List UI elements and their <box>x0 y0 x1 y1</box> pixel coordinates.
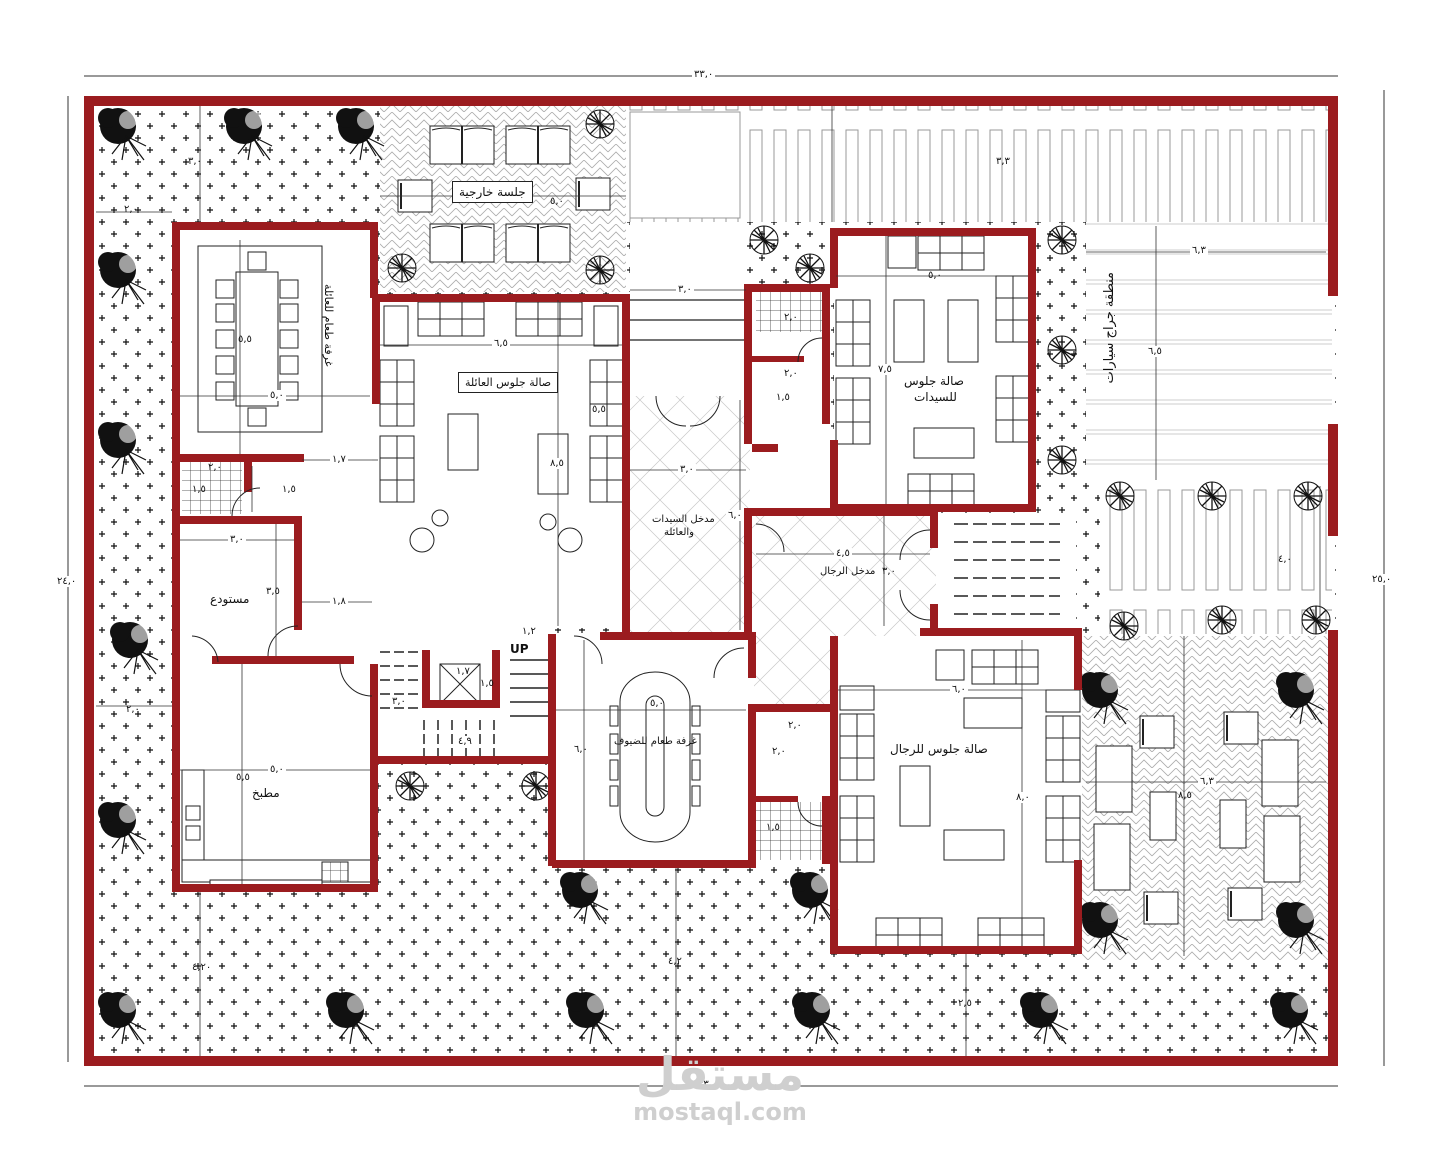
kitchen-furniture <box>181 769 373 889</box>
men-living-dim-length: ٨,٠ <box>1014 792 1032 803</box>
wc-men-dim-c: ١,٥ <box>766 822 780 833</box>
bottom-mid-dim: ٤,٢ <box>668 956 682 967</box>
wc-family-dim-a: ٢,٠ <box>208 462 222 473</box>
family-dining-label: غرفة طعام للعائلة <box>322 284 335 367</box>
storage-label: مستودع <box>210 592 250 606</box>
overall-right-height: ٢٥,٠ <box>1370 574 1394 585</box>
stair-dim-landing: ١,٢ <box>522 626 536 637</box>
parking-top-paving <box>626 106 1332 222</box>
kitchen-dim-width: ٥,٠ <box>268 764 286 775</box>
stair-and-elevator <box>380 651 550 760</box>
ladies-entrance-label-line2: والعائلة <box>664 527 694 538</box>
bottom-left-dim: ٤,٢٠ <box>192 962 212 973</box>
ladies-living-furniture <box>835 235 1031 509</box>
family-dining-dim-length: ٥,٥ <box>238 334 252 345</box>
storage-dim-width: ٣,٠ <box>228 534 246 545</box>
storage-dim-length: ٣,٥ <box>266 586 280 597</box>
family-living-label: صالة جلوس العائلة <box>458 372 559 393</box>
family-living-dim-side: ٥,٥ <box>592 404 606 415</box>
men-living-furniture <box>839 649 1081 953</box>
guest-dining-dim-length: ٦,٠ <box>574 744 588 755</box>
top-garden-dim-left: ٣,٠ <box>188 156 202 167</box>
wc-family-dim-b: ١,٥ <box>192 484 206 495</box>
wc-door-dim: ١,٥ <box>282 484 296 495</box>
men-entrance-steps <box>954 523 1060 615</box>
men-living-label: صالة جلوس للرجال <box>890 742 988 756</box>
wc-men-dim-a: ٢,٠ <box>788 720 802 731</box>
garage-dim-width: ٦,٣ <box>1190 245 1208 256</box>
family-living-furniture <box>379 301 625 553</box>
men-entrance-dim-length: ٣,٠ <box>882 566 896 577</box>
outdoor-seating-label: جلسة خارجية <box>452 181 533 203</box>
kitchen-dim-length: ٥,٥ <box>236 772 250 783</box>
family-living-dim-length: ٨,٥ <box>548 458 566 469</box>
top-garden-dim-small: ٢,٠ <box>124 204 138 215</box>
wc-ladies-dim-c: ١,٥ <box>776 392 790 403</box>
ladies-living-label-line1: صالة جلوس <box>904 374 964 388</box>
family-dining-dim-width: ٥,٠ <box>268 390 286 401</box>
garage-paving <box>1086 222 1332 482</box>
garage-label: منطقة جراج سيارات <box>1102 272 1117 384</box>
garden-seating-dim-length: ٨,٥ <box>1178 790 1192 801</box>
elevator-dim-b: ١,٥ <box>480 678 494 689</box>
overall-left-height: ٢٤,٠ <box>55 576 79 587</box>
guest-dining-furniture <box>609 671 701 843</box>
garden-seating-dim-width: ٦,٣ <box>1198 776 1216 787</box>
bottom-right-dim: ٢,٥ <box>958 998 972 1009</box>
walls <box>84 96 1338 1066</box>
wc-men-dim-b: ٢,٠ <box>772 746 786 757</box>
left-setback-dim: ٢,٠ <box>126 704 140 715</box>
corridor-dim-2: ١,٨ <box>330 596 348 607</box>
top-corridor-dim: ٣,٠ <box>676 284 694 295</box>
family-dining-furniture <box>197 245 323 433</box>
garage-dim-length: ٦,٥ <box>1146 346 1164 357</box>
overall-bottom-width: ٣٣,٠ <box>696 1079 720 1090</box>
men-entrance-dim-width: ٤,٥ <box>834 548 852 559</box>
elevator-dim-a: ١,٧ <box>456 666 470 677</box>
front-parking-dim: ٤,٠ <box>1278 554 1292 565</box>
men-living-dim-width: ٦,٠ <box>950 684 968 695</box>
wc-ladies-dim-a: ٢,٠ <box>784 312 798 323</box>
stair-dim-width: ٤,٩ <box>456 736 474 747</box>
ladies-living-dim-length: ٧,٥ <box>876 364 894 375</box>
overall-top-width: ٣٣,٠ <box>692 69 716 80</box>
doors <box>191 337 931 827</box>
outdoor-seating-dim: ٥,٠ <box>550 196 564 207</box>
ladies-entrance-dim-length: ٦,٠ <box>726 510 744 521</box>
guest-dining-label: غرفة طعام للضيوف <box>614 736 697 747</box>
ladies-entrance-steps <box>630 299 746 341</box>
stair-up-label: UP <box>510 642 529 656</box>
garden-seating-furniture <box>1093 711 1301 925</box>
ladies-entrance-label-line1: مدخل السيدات <box>652 514 715 525</box>
ladies-entrance-dim-width: ٣,٠ <box>678 464 696 475</box>
family-living-dim-width: ٦,٥ <box>492 338 510 349</box>
guest-dining-dim-table: ٥,٠ <box>650 698 664 709</box>
stair-dim-height: ٣,٠ <box>392 696 406 707</box>
top-parking-depth-dim: ٣,٣ <box>996 156 1010 167</box>
corridor-dim-1: ١,٧ <box>330 454 348 465</box>
ladies-living-label-line2: للسيدات <box>914 390 957 404</box>
men-entrance-label: مدخل الرجال <box>820 566 876 577</box>
kitchen-label: مطبخ <box>252 786 280 800</box>
ladies-living-dim-width: ٥,٠ <box>928 270 942 281</box>
wc-ladies-dim-b: ٢,٠ <box>784 368 798 379</box>
